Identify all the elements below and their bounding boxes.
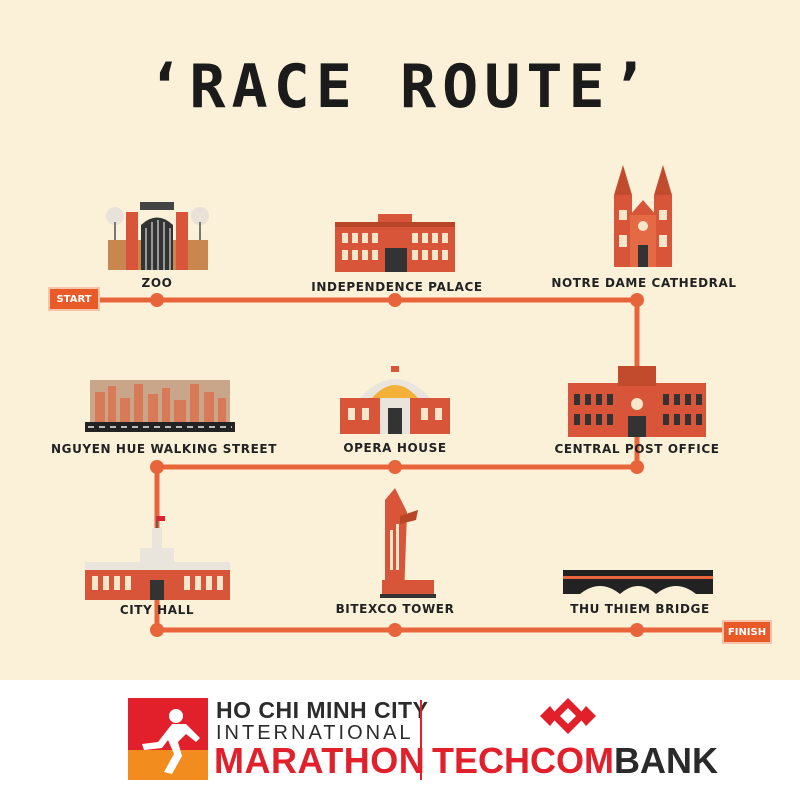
bridge-icon: [563, 570, 713, 594]
route-map: ‘RACE ROUTE’: [0, 0, 800, 680]
cathedral-icon: [614, 165, 672, 267]
route-diagram: [85, 165, 725, 637]
checkpoint-zoo: [150, 293, 164, 307]
palace-icon: [335, 214, 455, 272]
checkpoint-notre-dame: [630, 293, 644, 307]
checkpoint-independence-palace: [388, 293, 402, 307]
checkpoint-thu-thiem: [630, 623, 644, 637]
landmark-label-thu-thiem-bridge: THU THIEM BRIDGE: [570, 602, 710, 616]
skyline-icon: [85, 380, 235, 432]
post-office-icon: [568, 366, 706, 437]
sponsor-name-part2: BANK: [614, 740, 718, 781]
landmark-label-city-hall: CITY HALL: [119, 603, 195, 617]
techcombank-logo-icon: [540, 698, 596, 734]
page-title: ‘RACE ROUTE’: [147, 52, 653, 122]
landmark-label-bitexco-tower: BITEXCO TOWER: [335, 602, 455, 616]
tower-icon: [380, 488, 436, 598]
landmark-label-nguyen-hue: NGUYEN HUE WALKING STREET: [50, 442, 278, 456]
checkpoint-opera-house: [388, 460, 402, 474]
start-marker: START: [48, 287, 100, 311]
opera-house-icon: [340, 366, 450, 434]
runner-logo-icon: [128, 698, 208, 780]
sponsor-footer: HO CHI MINH CITY INTERNATIONAL MARATHON …: [0, 680, 800, 798]
finish-marker: FINISH: [722, 620, 772, 644]
sponsor-name-part1: TECHCOM: [432, 740, 614, 781]
landmark-label-opera-house: OPERA HOUSE: [343, 441, 447, 455]
landmark-label-independence-palace: INDEPENDENCE PALACE: [311, 280, 483, 294]
sponsor-name: TECHCOMBANK: [432, 740, 718, 782]
event-title-line1: HO CHI MINH CITY: [216, 697, 429, 723]
checkpoint-bitexco: [388, 623, 402, 637]
event-title-line3: MARATHON: [214, 740, 426, 781]
checkpoints: [150, 293, 644, 637]
checkpoint-central-post-office: [630, 460, 644, 474]
checkpoint-nguyen-hue: [150, 460, 164, 474]
city-hall-icon: [85, 516, 230, 600]
event-title-line2: INTERNATIONAL: [216, 722, 414, 744]
checkpoint-city-hall: [150, 623, 164, 637]
landmark-label-zoo: ZOO: [141, 276, 173, 290]
footer-divider: [420, 700, 422, 780]
landmark-label-notre-dame: NOTRE DAME CATHEDRAL: [551, 276, 737, 290]
landmark-label-central-post-office: CENTRAL POST OFFICE: [554, 442, 720, 456]
gate-icon: [106, 202, 209, 270]
